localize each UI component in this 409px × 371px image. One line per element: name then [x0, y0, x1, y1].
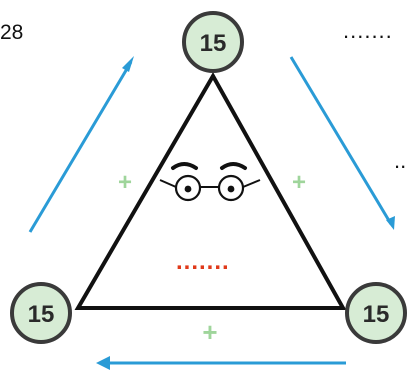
right-down-arrow: [289, 56, 395, 230]
node-bottom-right: 15: [345, 282, 407, 344]
glasses-face-icon: [159, 162, 261, 202]
node-bottom-left: 15: [10, 282, 72, 344]
node-top: 15: [182, 11, 244, 73]
top-left-number: 28: [0, 21, 23, 44]
plus-left-icon: +: [118, 169, 132, 196]
plus-bottom-icon: +: [202, 317, 217, 347]
right-partial-dots: ..: [394, 148, 406, 173]
node-bottom-right-label: 15: [363, 301, 390, 328]
triangle-outline: [74, 71, 347, 310]
top-right-dots: .......: [343, 18, 393, 43]
center-dots: .......: [176, 248, 230, 275]
bottom-left-arrow: [96, 356, 346, 370]
arrows: [28, 56, 395, 370]
node-bottom-left-label: 15: [28, 301, 55, 328]
plus-right-icon: +: [292, 169, 306, 196]
left-up-arrow: [28, 56, 134, 233]
node-top-label: 15: [200, 30, 227, 57]
